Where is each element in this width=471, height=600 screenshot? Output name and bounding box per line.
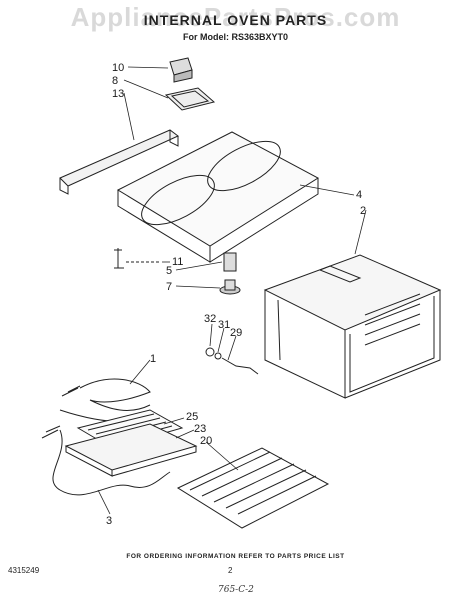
part-20-drawing — [176, 447, 330, 529]
page-number: 2 — [228, 566, 233, 575]
callout-2: 2 — [360, 205, 366, 217]
callout-7: 7 — [166, 281, 172, 293]
part-5-drawing — [223, 252, 237, 272]
ordering-note: FOR ORDERING INFORMATION REFER TO PARTS … — [126, 553, 345, 560]
callout-5: 5 — [166, 265, 172, 277]
model-number: For Model: RS363BXYT0 — [182, 32, 289, 42]
callout-31: 31 — [218, 319, 230, 331]
part-8-drawing — [164, 87, 216, 111]
callout-25: 25 — [186, 411, 198, 423]
callout-11: 11 — [172, 256, 183, 268]
part-7-drawing — [219, 279, 241, 295]
handwritten-note: 765-C-2 — [218, 585, 254, 595]
part-4-drawing — [116, 131, 319, 263]
part-13-drawing — [59, 129, 179, 195]
callout-32: 32 — [204, 313, 216, 325]
part-10-drawing — [169, 57, 193, 83]
callout-29: 29 — [230, 327, 242, 339]
page-title: INTERNAL OVEN PARTS — [143, 12, 328, 28]
callout-8: 8 — [112, 75, 118, 87]
part-3-drawing — [41, 425, 171, 496]
part-2-drawing — [263, 254, 442, 399]
callout-numbers: 10 8 13 4 2 11 5 7 32 31 29 1 25 23 20 3 — [106, 62, 366, 527]
callout-23: 23 — [194, 423, 206, 435]
part-32-31-29-drawing — [205, 347, 259, 375]
part-23-drawing — [64, 423, 198, 477]
callout-4: 4 — [356, 189, 362, 201]
callout-1: 1 — [150, 353, 156, 365]
watermark: AppliancePartsPros.com — [70, 2, 401, 32]
callout-13: 13 — [112, 88, 124, 100]
callout-10: 10 — [112, 62, 124, 74]
callout-3: 3 — [106, 515, 112, 527]
leader-lines — [97, 66, 367, 515]
document-number: 4315249 — [8, 566, 40, 575]
callout-20: 20 — [200, 435, 212, 447]
part-11-drawing — [114, 248, 160, 269]
